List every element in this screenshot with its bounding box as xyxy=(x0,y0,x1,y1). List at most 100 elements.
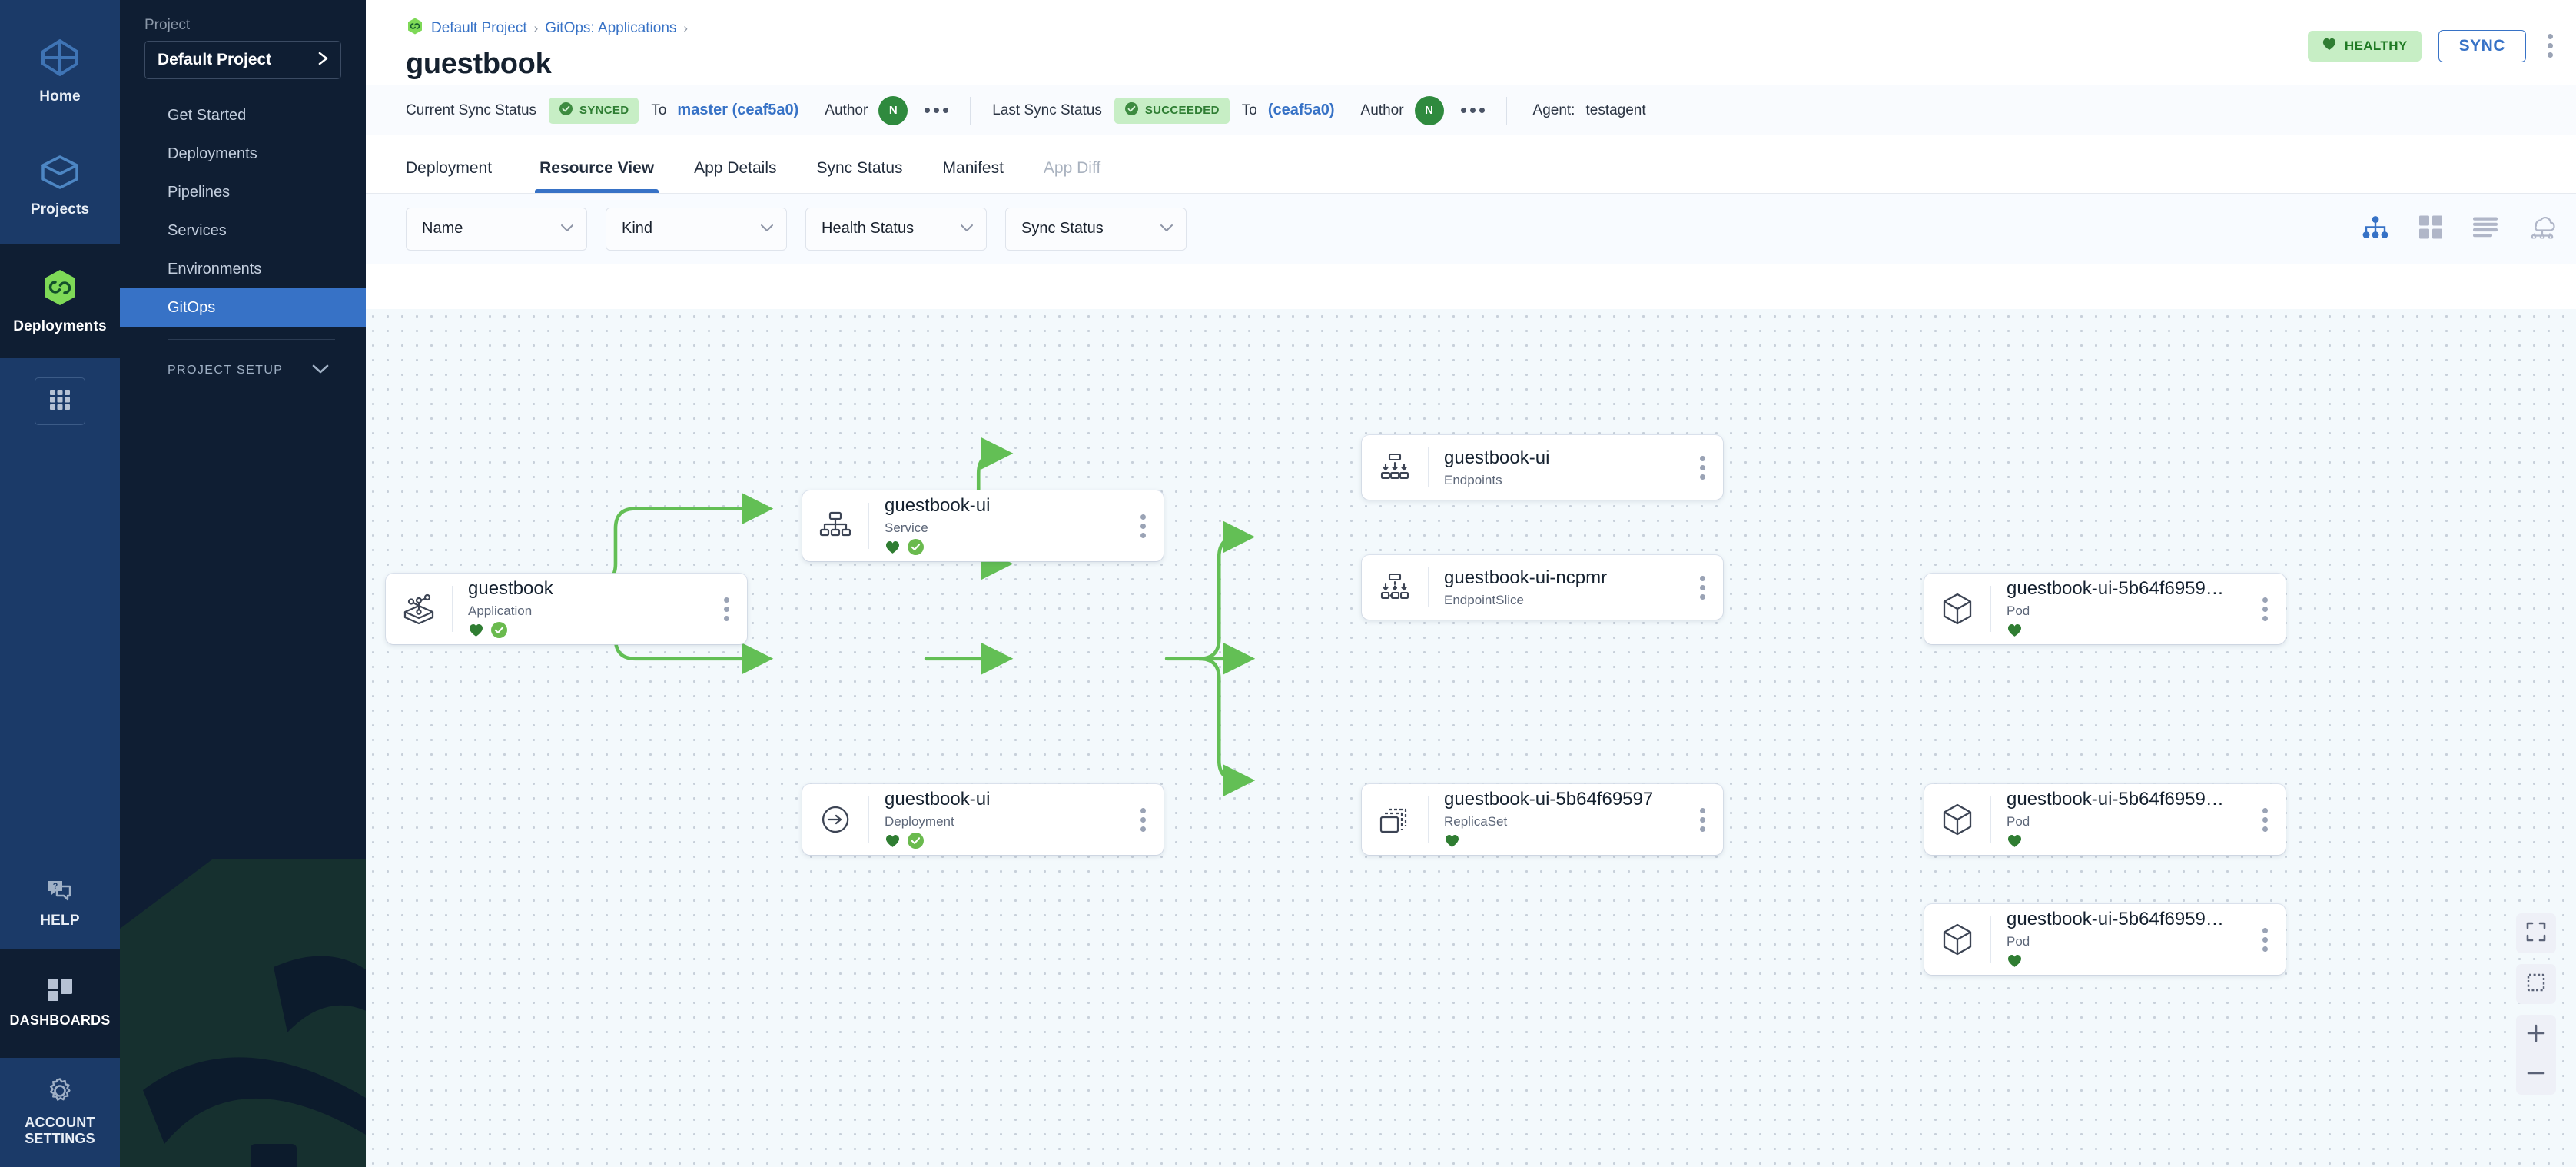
breadcrumb-item-gitops-applications[interactable]: GitOps: Applications xyxy=(545,20,677,36)
graph-node-application[interactable]: guestbook Application xyxy=(386,574,747,644)
resource-graph-canvas[interactable]: guestbook Application xyxy=(366,309,2576,1167)
tab-manifest[interactable]: Manifest xyxy=(942,159,1004,177)
last-sync-revision-link[interactable]: (ceaf5a0) xyxy=(1267,101,1335,118)
graph-node-kind: EndpointSlice xyxy=(1444,592,1524,607)
chevron-down-icon xyxy=(312,364,329,378)
sidebar-item-label: Environments xyxy=(168,260,262,278)
rail-apps-grid-wrap xyxy=(0,358,120,444)
graph-node-pod-2[interactable]: guestbook-ui-5b64f6959… Pod xyxy=(1924,784,2286,855)
breadcrumb-separator: › xyxy=(533,21,539,35)
replicaset-icon xyxy=(1362,803,1428,836)
zoom-in-button[interactable] xyxy=(2516,1015,2556,1055)
graph-node-menu-icon[interactable] xyxy=(2244,807,2286,832)
sidebar-item-environments[interactable]: Environments xyxy=(120,250,366,288)
sync-button[interactable]: SYNC xyxy=(2438,29,2526,62)
rail-item-deployments-label: Deployments xyxy=(13,318,107,335)
tab-sync-status[interactable]: Sync Status xyxy=(816,159,903,177)
project-selector[interactable]: Default Project xyxy=(144,41,341,79)
heart-icon xyxy=(468,623,484,641)
graph-node-kind: Pod xyxy=(2007,933,2030,949)
status-badge-health[interactable]: HEALTHY xyxy=(2307,30,2422,62)
filter-sync-status-select[interactable]: Sync Status xyxy=(1005,207,1187,251)
graph-node-endpoints[interactable]: guestbook-ui Endpoints xyxy=(1362,435,1723,500)
graph-node-menu-icon[interactable] xyxy=(2244,927,2286,952)
sidebar-item-label: Services xyxy=(168,221,227,239)
graph-node-menu-icon[interactable] xyxy=(1122,514,1164,538)
sidebar-item-pipelines[interactable]: Pipelines xyxy=(120,173,366,211)
filter-bar: Name Kind Health Status Sync Status xyxy=(366,194,2576,264)
sidebar-section-label: Project xyxy=(144,17,191,33)
graph-node-service[interactable]: guestbook-ui Service xyxy=(802,490,1164,561)
graph-node-menu-icon[interactable] xyxy=(1681,807,1723,832)
network-cloud-view-icon[interactable] xyxy=(2528,215,2556,242)
check-circle-icon xyxy=(908,832,924,853)
divider xyxy=(1428,567,1429,607)
graph-node-body: guestbook-ui Deployment xyxy=(869,789,1122,851)
rail-top-group: Home Projects Deployme xyxy=(0,0,120,444)
graph-node-kind: Endpoints xyxy=(1444,472,1502,487)
apps-grid-button[interactable] xyxy=(35,377,85,425)
current-sync-more-icon[interactable] xyxy=(925,108,949,113)
zoom-in-icon xyxy=(2526,1023,2546,1047)
rail-item-projects[interactable]: Projects xyxy=(0,128,120,244)
sidebar-decoration xyxy=(120,859,366,1167)
breadcrumb-item-default-project[interactable]: Default Project xyxy=(431,20,527,36)
agent-label: Agent: xyxy=(1532,101,1575,118)
service-icon xyxy=(802,510,868,541)
graph-node-menu-icon[interactable] xyxy=(1681,455,1723,480)
graph-node-deployment[interactable]: guestbook-ui Deployment xyxy=(802,784,1164,855)
rail-item-deployments[interactable]: Deployments xyxy=(0,244,120,358)
filter-name-select[interactable]: Name xyxy=(406,207,587,251)
rail-bottom-group: ? HELP DASHBOARDS xyxy=(0,859,120,1167)
graph-node-name: guestbook xyxy=(468,577,553,599)
check-circle-icon xyxy=(559,101,573,119)
kebab-vertical-icon[interactable] xyxy=(2543,29,2558,62)
divider xyxy=(970,96,971,125)
sidebar-project-setup[interactable]: PROJECT SETUP xyxy=(120,352,366,389)
graph-node-replicaset[interactable]: guestbook-ui-5b64f69597 ReplicaSet xyxy=(1362,784,1723,855)
last-sync-more-icon[interactable] xyxy=(1460,108,1485,113)
graph-node-status xyxy=(885,538,1122,557)
grid-view-icon[interactable] xyxy=(2419,215,2442,242)
fit-screen-button[interactable] xyxy=(2516,913,2556,953)
sidebar-divider xyxy=(168,339,335,340)
current-sync-revision-link[interactable]: master (ceaf5a0) xyxy=(677,101,799,118)
rail-item-dashboards[interactable]: DASHBOARDS xyxy=(0,949,120,1058)
graph-node-menu-icon[interactable] xyxy=(1681,575,1723,600)
graph-node-kind: Application xyxy=(468,603,533,618)
graph-node-menu-icon[interactable] xyxy=(705,597,747,621)
graph-node-pod-3[interactable]: guestbook-ui-5b64f6959… Pod xyxy=(1924,904,2286,975)
sidebar-item-services[interactable]: Services xyxy=(120,211,366,250)
graph-node-menu-icon[interactable] xyxy=(2244,597,2286,621)
rail-item-dashboards-label: DASHBOARDS xyxy=(9,1012,111,1028)
filter-kind-select[interactable]: Kind xyxy=(606,207,787,251)
rail-item-account-settings[interactable]: ACCOUNT SETTINGS xyxy=(0,1058,120,1167)
check-circle-icon xyxy=(491,621,507,642)
filter-health-status-select[interactable]: Health Status xyxy=(805,207,987,251)
status-badge-health-label: HEALTHY xyxy=(2344,38,2408,53)
tab-resource-view[interactable]: Resource View xyxy=(520,159,674,193)
header-actions: HEALTHY SYNC xyxy=(2307,29,2558,62)
tree-view-icon[interactable] xyxy=(2362,215,2388,242)
graph-node-endpointslice[interactable]: guestbook-ui-ncpmr EndpointSlice xyxy=(1362,555,1723,620)
divider xyxy=(1428,796,1429,843)
tab-deployment[interactable]: Deployment xyxy=(406,159,493,177)
graph-node-kind: ReplicaSet xyxy=(1444,813,1508,829)
sidebar-item-get-started[interactable]: Get Started xyxy=(120,96,366,135)
graph-node-name: guestbook-ui xyxy=(1444,447,1550,468)
tab-app-details[interactable]: App Details xyxy=(694,159,777,177)
sidebar-item-gitops[interactable]: GitOps xyxy=(120,288,366,327)
sidebar-item-deployments[interactable]: Deployments xyxy=(120,135,366,173)
graph-node-name: guestbook-ui-5b64f69597 xyxy=(1444,788,1654,810)
rail-item-home[interactable]: Home xyxy=(0,15,120,128)
graph-node-menu-icon[interactable] xyxy=(1122,807,1164,832)
sidebar-item-label: Deployments xyxy=(168,145,257,162)
rail-item-help[interactable]: ? HELP xyxy=(0,859,120,949)
list-view-icon[interactable] xyxy=(2473,217,2498,241)
select-box-button[interactable] xyxy=(2516,964,2556,1004)
graph-node-pod-1[interactable]: guestbook-ui-5b64f6959… Pod xyxy=(1924,574,2286,644)
current-sync-status-label: Current Sync Status xyxy=(406,101,537,118)
check-circle-icon xyxy=(1124,101,1139,119)
zoom-out-button[interactable] xyxy=(2516,1055,2556,1095)
divider xyxy=(1990,916,1991,963)
